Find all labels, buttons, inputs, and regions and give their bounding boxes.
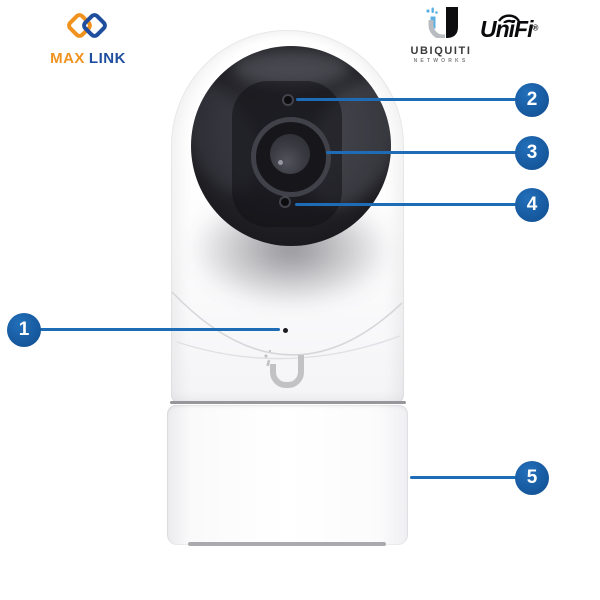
registered-trademark-symbol: ® (532, 23, 539, 33)
callout-number: 5 (526, 467, 538, 488)
wifi-arcs-icon (498, 14, 520, 23)
callout-line-1 (40, 328, 280, 331)
ubiquiti-u-icon (426, 7, 458, 40)
callout-badge-1: 1 (7, 313, 41, 347)
maxlink-word-max: MAX (50, 50, 85, 67)
callout-number: 1 (18, 319, 30, 340)
body-base-seam (170, 401, 406, 404)
ubiquiti-wordmark: UBIQUITI (410, 45, 472, 57)
lens-glint (278, 160, 283, 165)
callout-number: 3 (526, 142, 538, 163)
callout-line-3 (326, 151, 517, 154)
ubiquiti-networks-label: NETWORKS (413, 58, 469, 64)
unifi-logo: UniFi® (480, 14, 539, 43)
callout-number: 2 (526, 89, 538, 110)
callout-number: 4 (526, 194, 538, 215)
status-led-dot (281, 198, 289, 206)
camera-lens (270, 134, 310, 174)
callout-line-2 (296, 98, 517, 101)
callout-line-5 (410, 476, 517, 479)
callout-line-4 (295, 203, 517, 206)
maxlink-chain-icon (64, 8, 111, 42)
callout-badge-2: 2 (515, 83, 549, 117)
base-foot-strip (188, 542, 386, 546)
callout-badge-4: 4 (515, 188, 549, 222)
ubiquiti-logo: UBIQUITI NETWORKS (402, 7, 480, 64)
callout-badge-3: 3 (515, 136, 549, 170)
callout-badge-5: 5 (515, 461, 549, 495)
dome-top-highlight (233, 50, 351, 86)
camera-base (167, 405, 408, 545)
light-sensor-dot (284, 96, 292, 104)
maxlink-word-link: LINK (88, 50, 126, 67)
microphone-hole (283, 328, 288, 333)
